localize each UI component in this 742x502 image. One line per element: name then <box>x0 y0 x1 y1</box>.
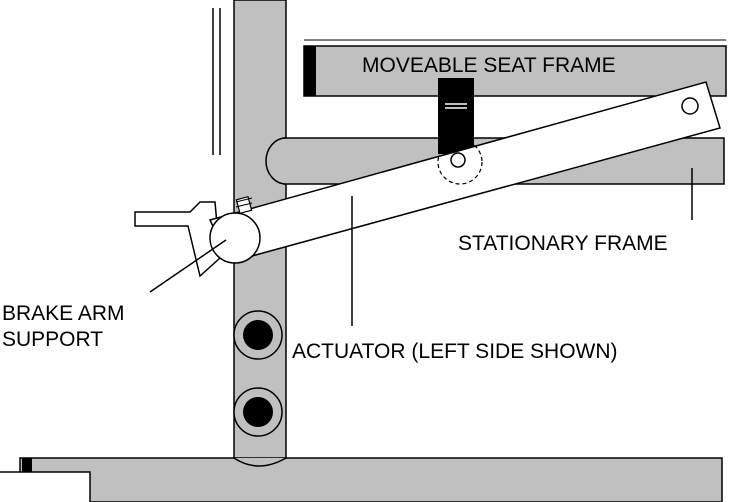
left-rail <box>212 8 221 155</box>
moveable-seat-frame-label: MOVEABLE SEAT FRAME <box>362 54 616 77</box>
seat-bracket <box>438 78 474 154</box>
brake-arm-support-knob <box>209 195 261 264</box>
bottom-frame <box>0 457 723 502</box>
actuator-label: ACTUATOR (LEFT SIDE SHOWN) <box>292 340 618 363</box>
moveable-seat-frame <box>303 39 727 97</box>
brake-arm-plate <box>134 201 221 278</box>
leader-lines <box>149 168 693 326</box>
brake-arm-support-label-line1: BRAKE ARM <box>2 302 125 325</box>
stationary-frame-label: STATIONARY FRAME <box>458 232 668 255</box>
actuator-pivot <box>437 139 483 185</box>
post-holes <box>233 310 283 437</box>
brake-arm-support-label-line2: SUPPORT <box>2 328 103 351</box>
